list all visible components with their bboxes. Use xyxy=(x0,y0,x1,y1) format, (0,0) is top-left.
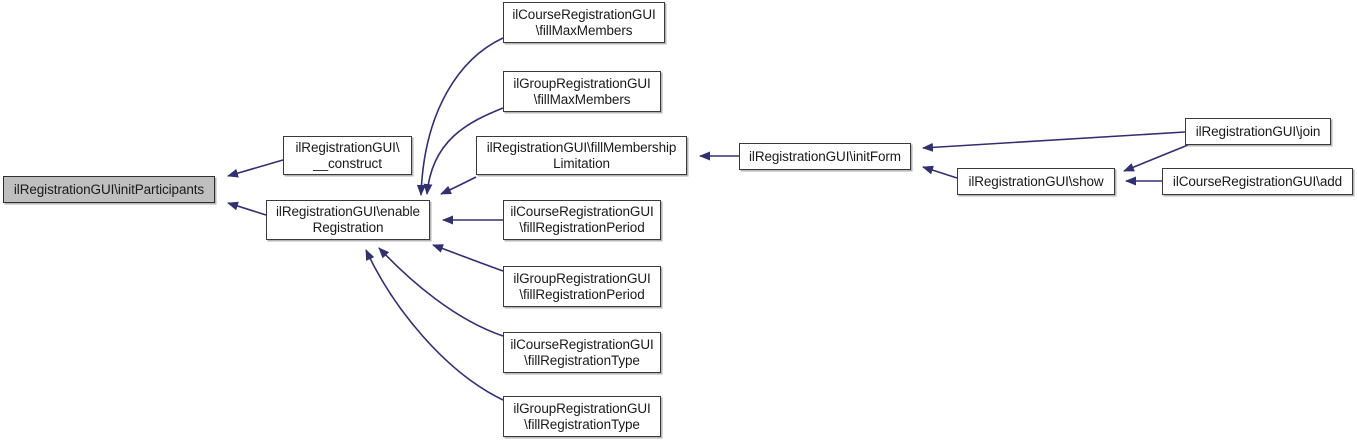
edge-groupfillregistrationperiod-to-enableregistration xyxy=(432,244,504,272)
node-label: ilGroupRegistrationGUI \fillRegistration… xyxy=(513,400,651,432)
node-label: ilRegistrationGUI\ __construct xyxy=(295,139,400,171)
node-label: ilRegistrationGUI\join xyxy=(1195,123,1321,139)
node-ilcourseregistrationgui-fillmaxmembers[interactable]: ilCourseRegistrationGUI \fillMaxMembers xyxy=(503,2,665,43)
edge-enableregistration-to-initparticipants xyxy=(227,201,267,216)
node-label: ilCourseRegistrationGUI \fillMaxMembers xyxy=(512,6,656,38)
edge-show-to-initform xyxy=(922,165,958,179)
node-label: ilCourseRegistrationGUI \fillRegistratio… xyxy=(510,336,654,368)
node-label: ilRegistrationGUI\fillMembership Limitat… xyxy=(486,139,677,171)
node-ilgroupregistrationgui-fillregistrationperiod[interactable]: ilGroupRegistrationGUI \fillRegistration… xyxy=(503,266,661,307)
node-ilregistrationgui-construct[interactable]: ilRegistrationGUI\ __construct xyxy=(283,136,412,175)
node-label: ilRegistrationGUI\show xyxy=(968,173,1104,189)
node-ilgroupregistrationgui-fillregistrationtype[interactable]: ilGroupRegistrationGUI \fillRegistration… xyxy=(503,396,661,437)
node-ilgroupregistrationgui-fillmaxmembers[interactable]: ilGroupRegistrationGUI \fillMaxMembers xyxy=(503,71,661,112)
node-ilcourseregistrationgui-add[interactable]: ilCourseRegistrationGUI\add xyxy=(1162,168,1353,195)
node-ilregistrationgui-initparticipants[interactable]: ilRegistrationGUI\initParticipants xyxy=(3,176,215,203)
node-ilregistrationgui-show[interactable]: ilRegistrationGUI\show xyxy=(957,168,1115,195)
node-label: ilRegistrationGUI\enable Registration xyxy=(276,204,420,235)
edge-join-to-initform xyxy=(922,131,1186,152)
edge-fillmembershiplimitation-to-enableregistration xyxy=(440,176,477,195)
edge-groupfillregistrationtype-to-enableregistration xyxy=(365,249,504,401)
node-ilregistrationgui-join[interactable]: ilRegistrationGUI\join xyxy=(1185,118,1331,145)
node-label: ilRegistrationGUI\initParticipants xyxy=(13,181,205,197)
node-label: ilGroupRegistrationGUI \fillMaxMembers xyxy=(513,75,651,107)
node-label: ilRegistrationGUI\initForm xyxy=(749,148,901,164)
node-ilcourseregistrationgui-fillregistrationperiod[interactable]: ilCourseRegistrationGUI \fillRegistratio… xyxy=(503,200,661,240)
node-label: ilCourseRegistrationGUI\add xyxy=(1172,173,1343,189)
node-label: ilCourseRegistrationGUI \fillRegistratio… xyxy=(510,204,654,235)
node-ilcourseregistrationgui-fillregistrationtype[interactable]: ilCourseRegistrationGUI \fillRegistratio… xyxy=(503,332,661,373)
node-ilregistrationgui-initform[interactable]: ilRegistrationGUI\initForm xyxy=(739,143,911,170)
edge-construct-to-initparticipants xyxy=(227,159,284,178)
edge-coursefillregistrationtype-to-enableregistration xyxy=(378,247,504,337)
node-ilregistrationgui-enableregistration[interactable]: ilRegistrationGUI\enable Registration xyxy=(266,200,430,240)
node-label: ilGroupRegistrationGUI \fillRegistration… xyxy=(513,270,651,302)
node-ilregistrationgui-fillmembershiplimitation[interactable]: ilRegistrationGUI\fillMembership Limitat… xyxy=(476,136,687,175)
